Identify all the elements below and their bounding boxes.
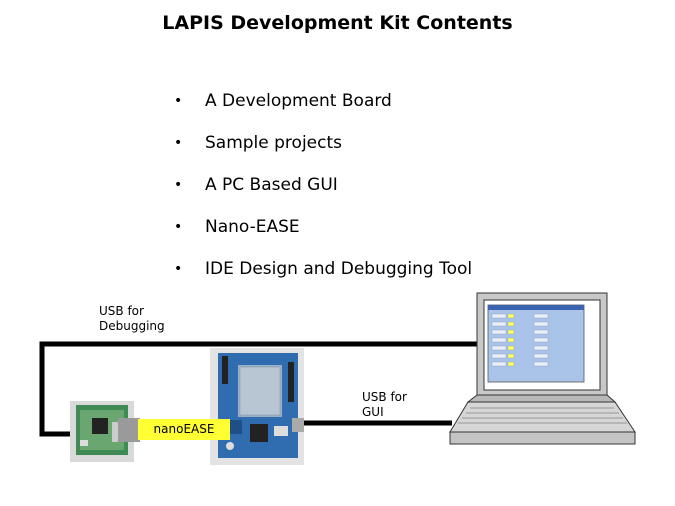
bullet-marker: • xyxy=(174,219,183,235)
bullet-marker: • xyxy=(174,93,183,109)
list-item: • A Development Board xyxy=(174,90,472,132)
gui-window-rows xyxy=(491,313,549,367)
nanoease-label: nanoEASE xyxy=(138,419,230,440)
usb-gui-label-line2: GUI xyxy=(362,405,384,419)
development-board xyxy=(210,348,304,465)
contents-list: • A Development Board • Sample projects • A… xyxy=(174,90,472,300)
list-item-text: Nano-EASE xyxy=(205,217,300,237)
list-item: • A PC Based GUI xyxy=(174,174,472,216)
bullet-marker: • xyxy=(174,135,183,151)
list-item: • Sample projects xyxy=(174,132,472,174)
list-item-text: IDE Design and Debugging Tool xyxy=(205,259,473,279)
usb-debugging-label-line1: USB for xyxy=(99,304,144,318)
bullet-marker: • xyxy=(174,177,183,193)
laptop-keyboard xyxy=(449,401,636,433)
laptop xyxy=(449,292,636,445)
usb-debugging-label-line2: Debugging xyxy=(99,319,165,333)
usb-debugging-label: USB for Debugging xyxy=(99,304,165,334)
list-item: • IDE Design and Debugging Tool xyxy=(174,258,472,300)
list-item-text: A PC Based GUI xyxy=(205,175,338,195)
list-item-text: Sample projects xyxy=(205,133,343,153)
list-item: • Nano-EASE xyxy=(174,216,472,258)
bullet-marker: • xyxy=(174,261,183,277)
usb-debug-cable xyxy=(39,341,484,437)
nanoease-board xyxy=(70,401,140,462)
usb-gui-label-line1: USB for xyxy=(362,390,407,404)
list-item-text: A Development Board xyxy=(205,91,392,111)
slide-title: LAPIS Development Kit Contents xyxy=(162,12,513,34)
usb-gui-label: USB for GUI xyxy=(362,390,407,420)
